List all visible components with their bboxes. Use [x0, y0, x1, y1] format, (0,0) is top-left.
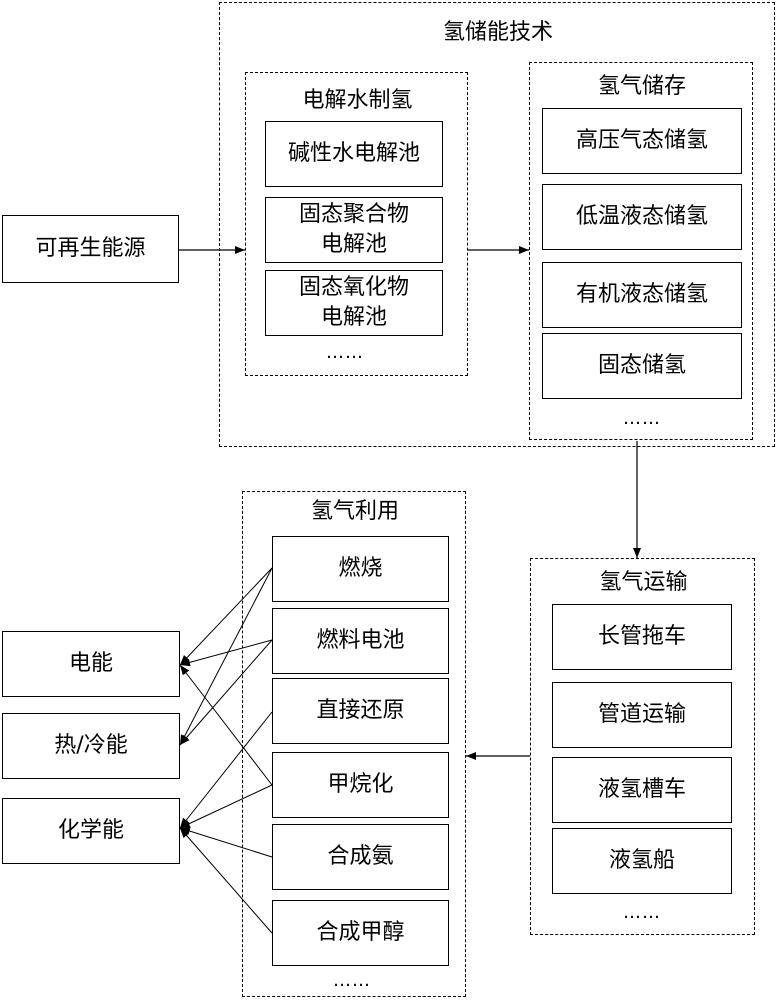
pem-electrolyzer-box: 固态聚合物 电解池: [265, 197, 443, 263]
electrolysis-group: 电解水制氢: [245, 72, 468, 376]
utilization-more: ……: [333, 970, 371, 991]
tube-trailer-box: 长管拖车: [552, 604, 732, 670]
storage-tech-title: 氢储能技术: [442, 20, 553, 45]
heat-cold-energy-box: 热/冷能: [2, 713, 180, 779]
transport-group: 氢气运输: [530, 558, 755, 935]
direct-reduction-box: 直接还原: [272, 678, 449, 744]
storage-group: 氢气储存: [529, 62, 753, 440]
chemical-energy-box: 化学能: [2, 798, 180, 864]
arrow-combustion-to-electric: [179, 567, 273, 666]
ammonia-synthesis-box: 合成氨: [272, 824, 449, 890]
soec-electrolyzer-box: 固态氧化物 电解池: [265, 270, 443, 336]
storage-title: 氢气储存: [597, 74, 686, 99]
arrow-fuelcell-to-electric: [179, 639, 273, 667]
high-pressure-storage-box: 高压气态储氢: [542, 108, 742, 174]
alkaline-electrolyzer-box: 碱性水电解池: [265, 121, 443, 187]
utilization-title: 氢气利用: [310, 499, 399, 524]
arrow-methanation-to-chemical: [179, 784, 273, 829]
solid-state-storage-box: 固态储氢: [542, 333, 742, 399]
renewable-source-box: 可再生能源: [2, 215, 179, 283]
soec-electrolyzer-label: 固态氧化物 电解池: [298, 275, 409, 330]
fuel-cell-box: 燃料电池: [272, 608, 449, 674]
pipeline-transport-box: 管道运输: [552, 682, 732, 748]
liquid-hydrogen-tanker-box: 液氢槽车: [552, 757, 732, 823]
pem-electrolyzer-label: 固态聚合物 电解池: [298, 202, 409, 257]
arrow-fuelcell-to-heat: [179, 639, 273, 746]
electric-energy-box: 电能: [2, 631, 180, 697]
arrow-ammonia-to-chemical: [179, 827, 273, 858]
methanation-box: 甲烷化: [272, 752, 449, 818]
combustion-box: 燃烧: [272, 536, 449, 602]
electrolysis-more: ……: [326, 342, 364, 363]
organic-liquid-storage-box: 有机液态储氢: [542, 262, 742, 328]
cryogenic-liquid-storage-box: 低温液态储氢: [542, 184, 742, 250]
transport-title: 氢气运输: [599, 570, 688, 595]
arrow-reduction-to-chemical: [179, 711, 273, 829]
storage-more: ……: [623, 408, 661, 429]
arrow-combustion-to-heat: [179, 567, 273, 746]
storage-tech-group: 氢储能技术: [219, 2, 775, 447]
arrow-methanation-to-electric: [179, 664, 273, 786]
utilization-group: 氢气利用: [242, 491, 466, 997]
transport-more: ……: [623, 902, 661, 923]
arrow-methanol-to-chemical: [179, 827, 273, 934]
electrolysis-title: 电解水制氢: [302, 88, 413, 113]
methanol-synthesis-box: 合成甲醇: [272, 900, 449, 966]
liquid-hydrogen-ship-box: 液氢船: [552, 828, 732, 894]
